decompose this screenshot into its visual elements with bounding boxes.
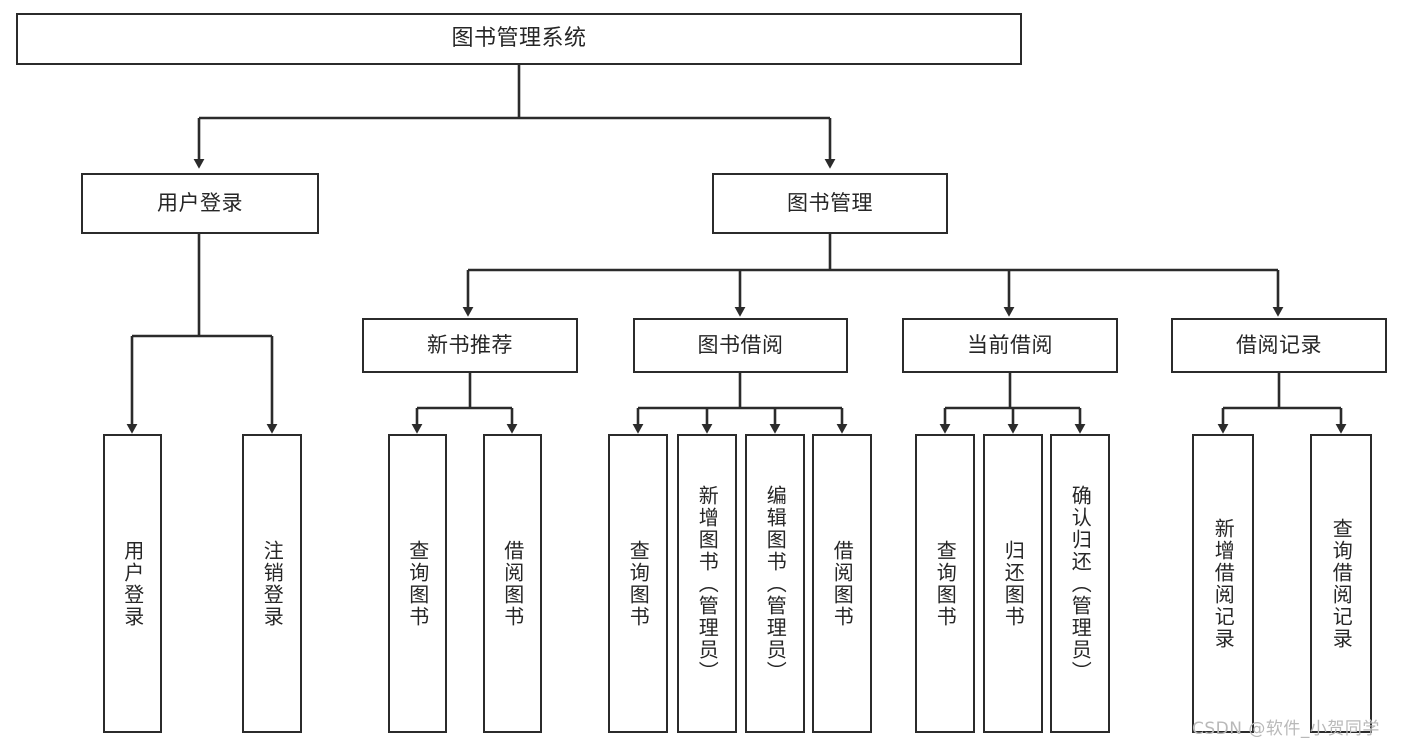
node-user-login-label: 用户登录 (157, 190, 243, 215)
node-borrow-record[interactable]: 借阅记录 (1171, 318, 1387, 373)
leaf-query-record-label: 查询借阅记录 (1329, 517, 1354, 650)
leaf-user-login[interactable]: 用户登录 (103, 434, 162, 733)
leaf-return-book[interactable]: 归还图书 (983, 434, 1043, 733)
node-current-borrow-label: 当前借阅 (967, 332, 1053, 357)
watermark-text: CSDN @软件_小贺同学 (1192, 719, 1380, 739)
leaf-query-book-2-label: 查询图书 (626, 539, 651, 628)
node-borrow-record-label: 借阅记录 (1236, 332, 1322, 357)
leaf-query-book-2[interactable]: 查询图书 (608, 434, 668, 733)
node-book-borrow-label: 图书借阅 (697, 332, 784, 357)
leaf-edit-book-label: 编辑图书（管理员） (763, 484, 788, 683)
leaf-borrow-book-1[interactable]: 借阅图书 (483, 434, 542, 733)
leaf-add-record-label: 新增借阅记录 (1211, 517, 1236, 650)
leaf-edit-book[interactable]: 编辑图书（管理员） (745, 434, 805, 733)
leaf-query-record[interactable]: 查询借阅记录 (1310, 434, 1372, 733)
leaf-confirm-return-label: 确认归还（管理员） (1068, 484, 1093, 683)
leaf-query-book-1-label: 查询图书 (405, 539, 430, 628)
leaf-borrow-book-2-label: 借阅图书 (830, 539, 855, 628)
leaf-add-record[interactable]: 新增借阅记录 (1192, 434, 1254, 733)
node-new-book-recommend-label: 新书推荐 (427, 332, 513, 357)
node-book-management-label: 图书管理 (787, 190, 873, 215)
leaf-query-book-3-label: 查询图书 (933, 539, 958, 628)
leaf-add-book[interactable]: 新增图书（管理员） (677, 434, 737, 733)
node-new-book-recommend[interactable]: 新书推荐 (362, 318, 578, 373)
node-root-label: 图书管理系统 (451, 25, 587, 51)
leaf-query-book-3[interactable]: 查询图书 (915, 434, 975, 733)
leaf-confirm-return[interactable]: 确认归还（管理员） (1050, 434, 1110, 733)
leaf-return-book-label: 归还图书 (1001, 539, 1026, 628)
leaf-borrow-book-2[interactable]: 借阅图书 (812, 434, 872, 733)
leaf-logout-login-label: 注销登录 (260, 539, 285, 628)
leaf-logout-login[interactable]: 注销登录 (242, 434, 302, 733)
leaf-add-book-label: 新增图书（管理员） (695, 484, 720, 683)
node-root-system[interactable]: 图书管理系统 (16, 13, 1022, 65)
leaf-borrow-book-1-label: 借阅图书 (500, 539, 525, 628)
leaf-query-book-1[interactable]: 查询图书 (388, 434, 447, 733)
node-current-borrow[interactable]: 当前借阅 (902, 318, 1118, 373)
node-book-management[interactable]: 图书管理 (712, 173, 948, 234)
node-book-borrow[interactable]: 图书借阅 (633, 318, 848, 373)
node-user-login[interactable]: 用户登录 (81, 173, 319, 234)
leaf-user-login-label: 用户登录 (120, 539, 145, 628)
